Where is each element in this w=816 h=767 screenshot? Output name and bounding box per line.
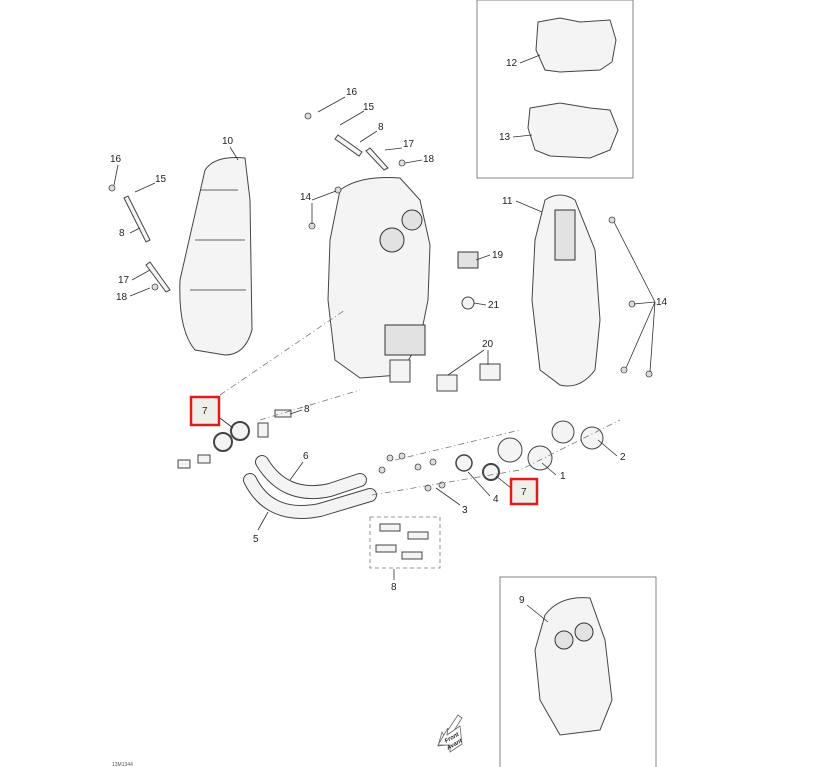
callout-1[interactable]: 1 (560, 471, 566, 482)
inset-box-muffler-9 (499, 576, 657, 767)
callout-7-highlight-right[interactable] (509, 477, 539, 506)
spring-8-top (334, 134, 363, 157)
callout-8[interactable]: 8 (119, 228, 125, 239)
callout-18[interactable]: 18 (116, 292, 128, 303)
callout-7-highlight-left[interactable] (189, 395, 221, 427)
flange-1a (497, 437, 523, 463)
callout-labels: 16 15 8 17 18 10 16 15 8 17 18 14 12 13 … (110, 58, 668, 606)
exhaust-gasket-7b (213, 432, 233, 452)
callout-13[interactable]: 13 (499, 132, 511, 143)
callout-20[interactable]: 20 (482, 339, 494, 350)
callout-8[interactable]: 8 (304, 404, 310, 415)
callout-17[interactable]: 17 (403, 139, 415, 150)
callout-6[interactable]: 6 (303, 451, 309, 462)
muffler-cover-10 (179, 157, 253, 356)
callout-7[interactable]: 7 (521, 487, 527, 498)
callout-12[interactable]: 12 (506, 58, 518, 69)
callout-4[interactable]: 4 (493, 494, 499, 505)
muffler-cover-11 (531, 194, 601, 387)
sleeve-4 (455, 454, 473, 472)
callout-3[interactable]: 3 (462, 505, 468, 516)
springs-8 (177, 409, 429, 560)
callout-9[interactable]: 9 (519, 595, 525, 606)
callout-15[interactable]: 15 (363, 102, 375, 113)
callout-16[interactable]: 16 (346, 87, 358, 98)
rubber-mount-19 (457, 251, 479, 269)
exhaust-gasket-7c (482, 463, 500, 481)
spring-8-left (123, 195, 151, 243)
bolts-3 (378, 452, 446, 492)
callout-21[interactable]: 21 (488, 300, 500, 311)
flange-1 (527, 445, 553, 471)
callout-2[interactable]: 2 (620, 452, 626, 463)
drawing-id: 13M1344 (112, 762, 133, 767)
springs-group-box (369, 516, 441, 569)
flange-2a (551, 420, 575, 444)
callout-14[interactable]: 14 (656, 297, 668, 308)
callout-18[interactable]: 18 (423, 154, 435, 165)
bracket-20a (436, 374, 458, 392)
callout-16[interactable]: 16 (110, 154, 122, 165)
inset-box-gaskets (476, 0, 634, 179)
callout-8[interactable]: 8 (378, 122, 384, 133)
grommet-21 (461, 296, 475, 310)
callout-14[interactable]: 14 (300, 192, 312, 203)
callout-8[interactable]: 8 (391, 582, 397, 593)
exhaust-gasket-7a (230, 421, 250, 441)
callout-15[interactable]: 15 (155, 174, 167, 185)
callout-10[interactable]: 10 (222, 136, 234, 147)
callout-19[interactable]: 19 (492, 250, 504, 261)
front-direction-arrow: Front Avant (437, 714, 464, 753)
flange-2 (580, 426, 604, 450)
bracket-20b (479, 363, 501, 381)
muffler-9 (534, 597, 613, 736)
callout-11[interactable]: 11 (502, 196, 513, 207)
heat-shield-gasket-12 (535, 17, 617, 73)
callout-7[interactable]: 7 (202, 406, 208, 417)
callout-17[interactable]: 17 (118, 275, 130, 286)
heat-shield-gasket-13 (527, 102, 619, 159)
callout-5[interactable]: 5 (253, 534, 259, 545)
